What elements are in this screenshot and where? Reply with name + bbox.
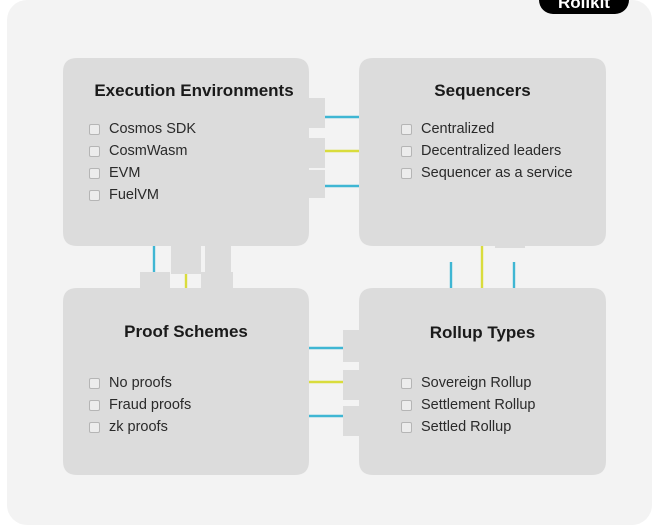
card-title: Sequencers (434, 81, 531, 100)
card-shape (63, 272, 309, 475)
option-label: CosmWasm (109, 143, 188, 159)
card-sequencers: Sequencers Centralized Decentralized lea… (359, 58, 606, 248)
option-label: FuelVM (109, 187, 159, 203)
option-item[interactable]: Sovereign Rollup (401, 372, 535, 394)
checkbox-icon[interactable] (89, 123, 100, 135)
option-label: Decentralized leaders (421, 143, 562, 159)
checkbox-icon[interactable] (89, 421, 100, 433)
option-item[interactable]: Sequencer as a service (401, 162, 573, 184)
card-title: Rollup Types (429, 323, 536, 342)
option-item[interactable]: Cosmos SDK (89, 118, 196, 140)
checkbox-icon[interactable] (401, 399, 412, 411)
checkbox-icon[interactable] (89, 189, 100, 201)
option-item[interactable]: FuelVM (89, 184, 196, 206)
option-list: No proofs Fraud proofs zk proofs (89, 372, 191, 438)
option-item[interactable]: No proofs (89, 372, 191, 394)
option-item[interactable]: Decentralized leaders (401, 140, 573, 162)
option-label: Settlement Rollup (421, 397, 536, 413)
card-shape (359, 58, 606, 248)
checkbox-icon[interactable] (89, 145, 100, 157)
option-label: EVM (109, 165, 141, 181)
card-title: Proof Schemes (124, 322, 248, 341)
checkbox-icon[interactable] (89, 167, 100, 179)
option-label: zk proofs (109, 419, 168, 435)
option-label: No proofs (109, 375, 172, 391)
option-list: Sovereign Rollup Settlement Rollup Settl… (401, 372, 535, 438)
checkbox-icon[interactable] (401, 145, 412, 157)
card-rollup-types: Rollup Types Sovereign Rollup Settlement… (343, 288, 606, 475)
option-label: Cosmos SDK (109, 121, 197, 137)
option-label: Sovereign Rollup (421, 375, 532, 391)
option-item[interactable]: EVM (89, 162, 196, 184)
option-item[interactable]: Fraud proofs (89, 394, 191, 416)
option-label: Sequencer as a service (421, 165, 573, 181)
checkbox-icon[interactable] (401, 377, 412, 389)
card-proof-schemes: Proof Schemes No proofs Fraud proofs zk … (63, 272, 309, 475)
option-item[interactable]: CosmWasm (89, 140, 196, 162)
option-list: Centralized Decentralized leaders Sequen… (401, 118, 573, 184)
option-item[interactable]: Settlement Rollup (401, 394, 535, 416)
option-label: Fraud proofs (109, 397, 192, 413)
card-shape (63, 58, 325, 274)
option-label: Settled Rollup (421, 419, 512, 435)
checkbox-icon[interactable] (89, 399, 100, 411)
option-list: Cosmos SDK CosmWasm EVM FuelVM (89, 118, 196, 206)
card-execution-environments: Execution Environments Cosmos SDK CosmWa… (63, 58, 325, 274)
brand-logo-badge: Rollkit (539, 0, 629, 14)
checkbox-icon[interactable] (89, 377, 100, 389)
option-item[interactable]: Settled Rollup (401, 416, 535, 438)
option-item[interactable]: Centralized (401, 118, 573, 140)
card-title: Execution Environments (94, 81, 294, 100)
option-item[interactable]: zk proofs (89, 416, 191, 438)
checkbox-icon[interactable] (401, 123, 412, 135)
checkbox-icon[interactable] (401, 421, 412, 433)
checkbox-icon[interactable] (401, 167, 412, 179)
option-label: Centralized (421, 121, 495, 137)
